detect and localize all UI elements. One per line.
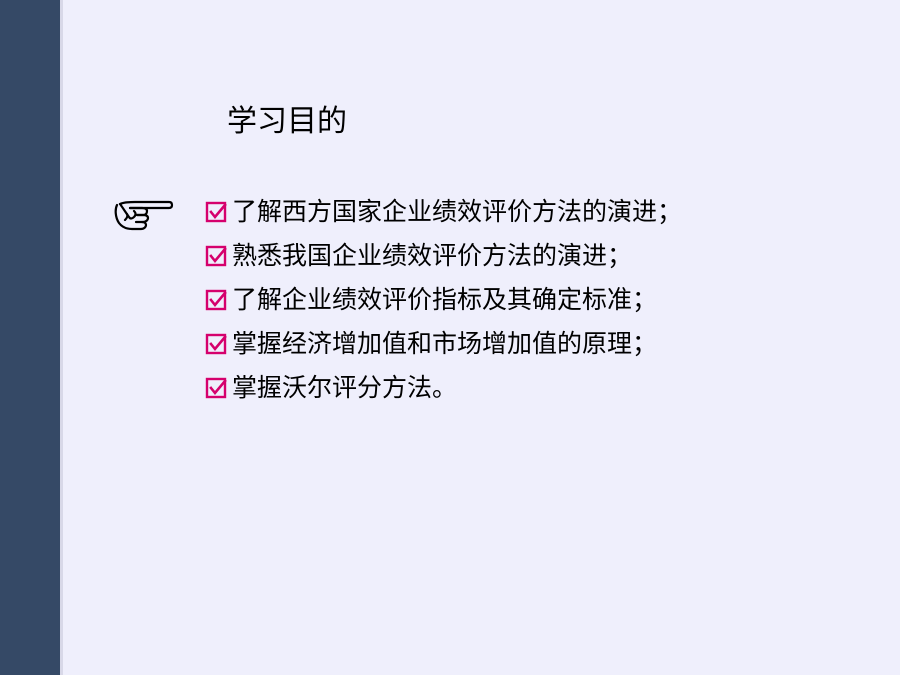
checkbox-checked-icon [205,245,227,267]
checkbox-checked-icon [205,289,227,311]
objective-text: 了解西方国家企业绩效评价方法的演进； [232,197,683,226]
objective-text: 熟悉我国企业绩效评价方法的演进； [232,241,633,270]
objective-item-3: 了解企业绩效评价指标及其确定标准； [205,278,682,322]
checkbox-checked-icon [205,377,227,399]
slide-title: 学习目的 [227,104,347,139]
checkbox-checked-icon [205,201,227,223]
objective-item-5: 掌握沃尔评分方法。 [205,366,682,410]
objective-item-1: 了解西方国家企业绩效评价方法的演进； [205,190,682,234]
objective-text: 了解企业绩效评价指标及其确定标准； [232,285,658,314]
checkbox-checked-icon [205,333,227,355]
objective-item-4: 掌握经济增加值和市场增加值的原理； [205,322,682,366]
left-sidebar-band [0,0,60,675]
pointing-hand-icon [114,200,174,231]
sidebar-divider [60,0,63,675]
objectives-list: 了解西方国家企业绩效评价方法的演进； 熟悉我国企业绩效评价方法的演进； 了解企业… [205,190,682,410]
objective-text: 掌握沃尔评分方法。 [232,373,458,402]
objective-text: 掌握经济增加值和市场增加值的原理； [232,329,658,358]
objective-item-2: 熟悉我国企业绩效评价方法的演进； [205,234,682,278]
